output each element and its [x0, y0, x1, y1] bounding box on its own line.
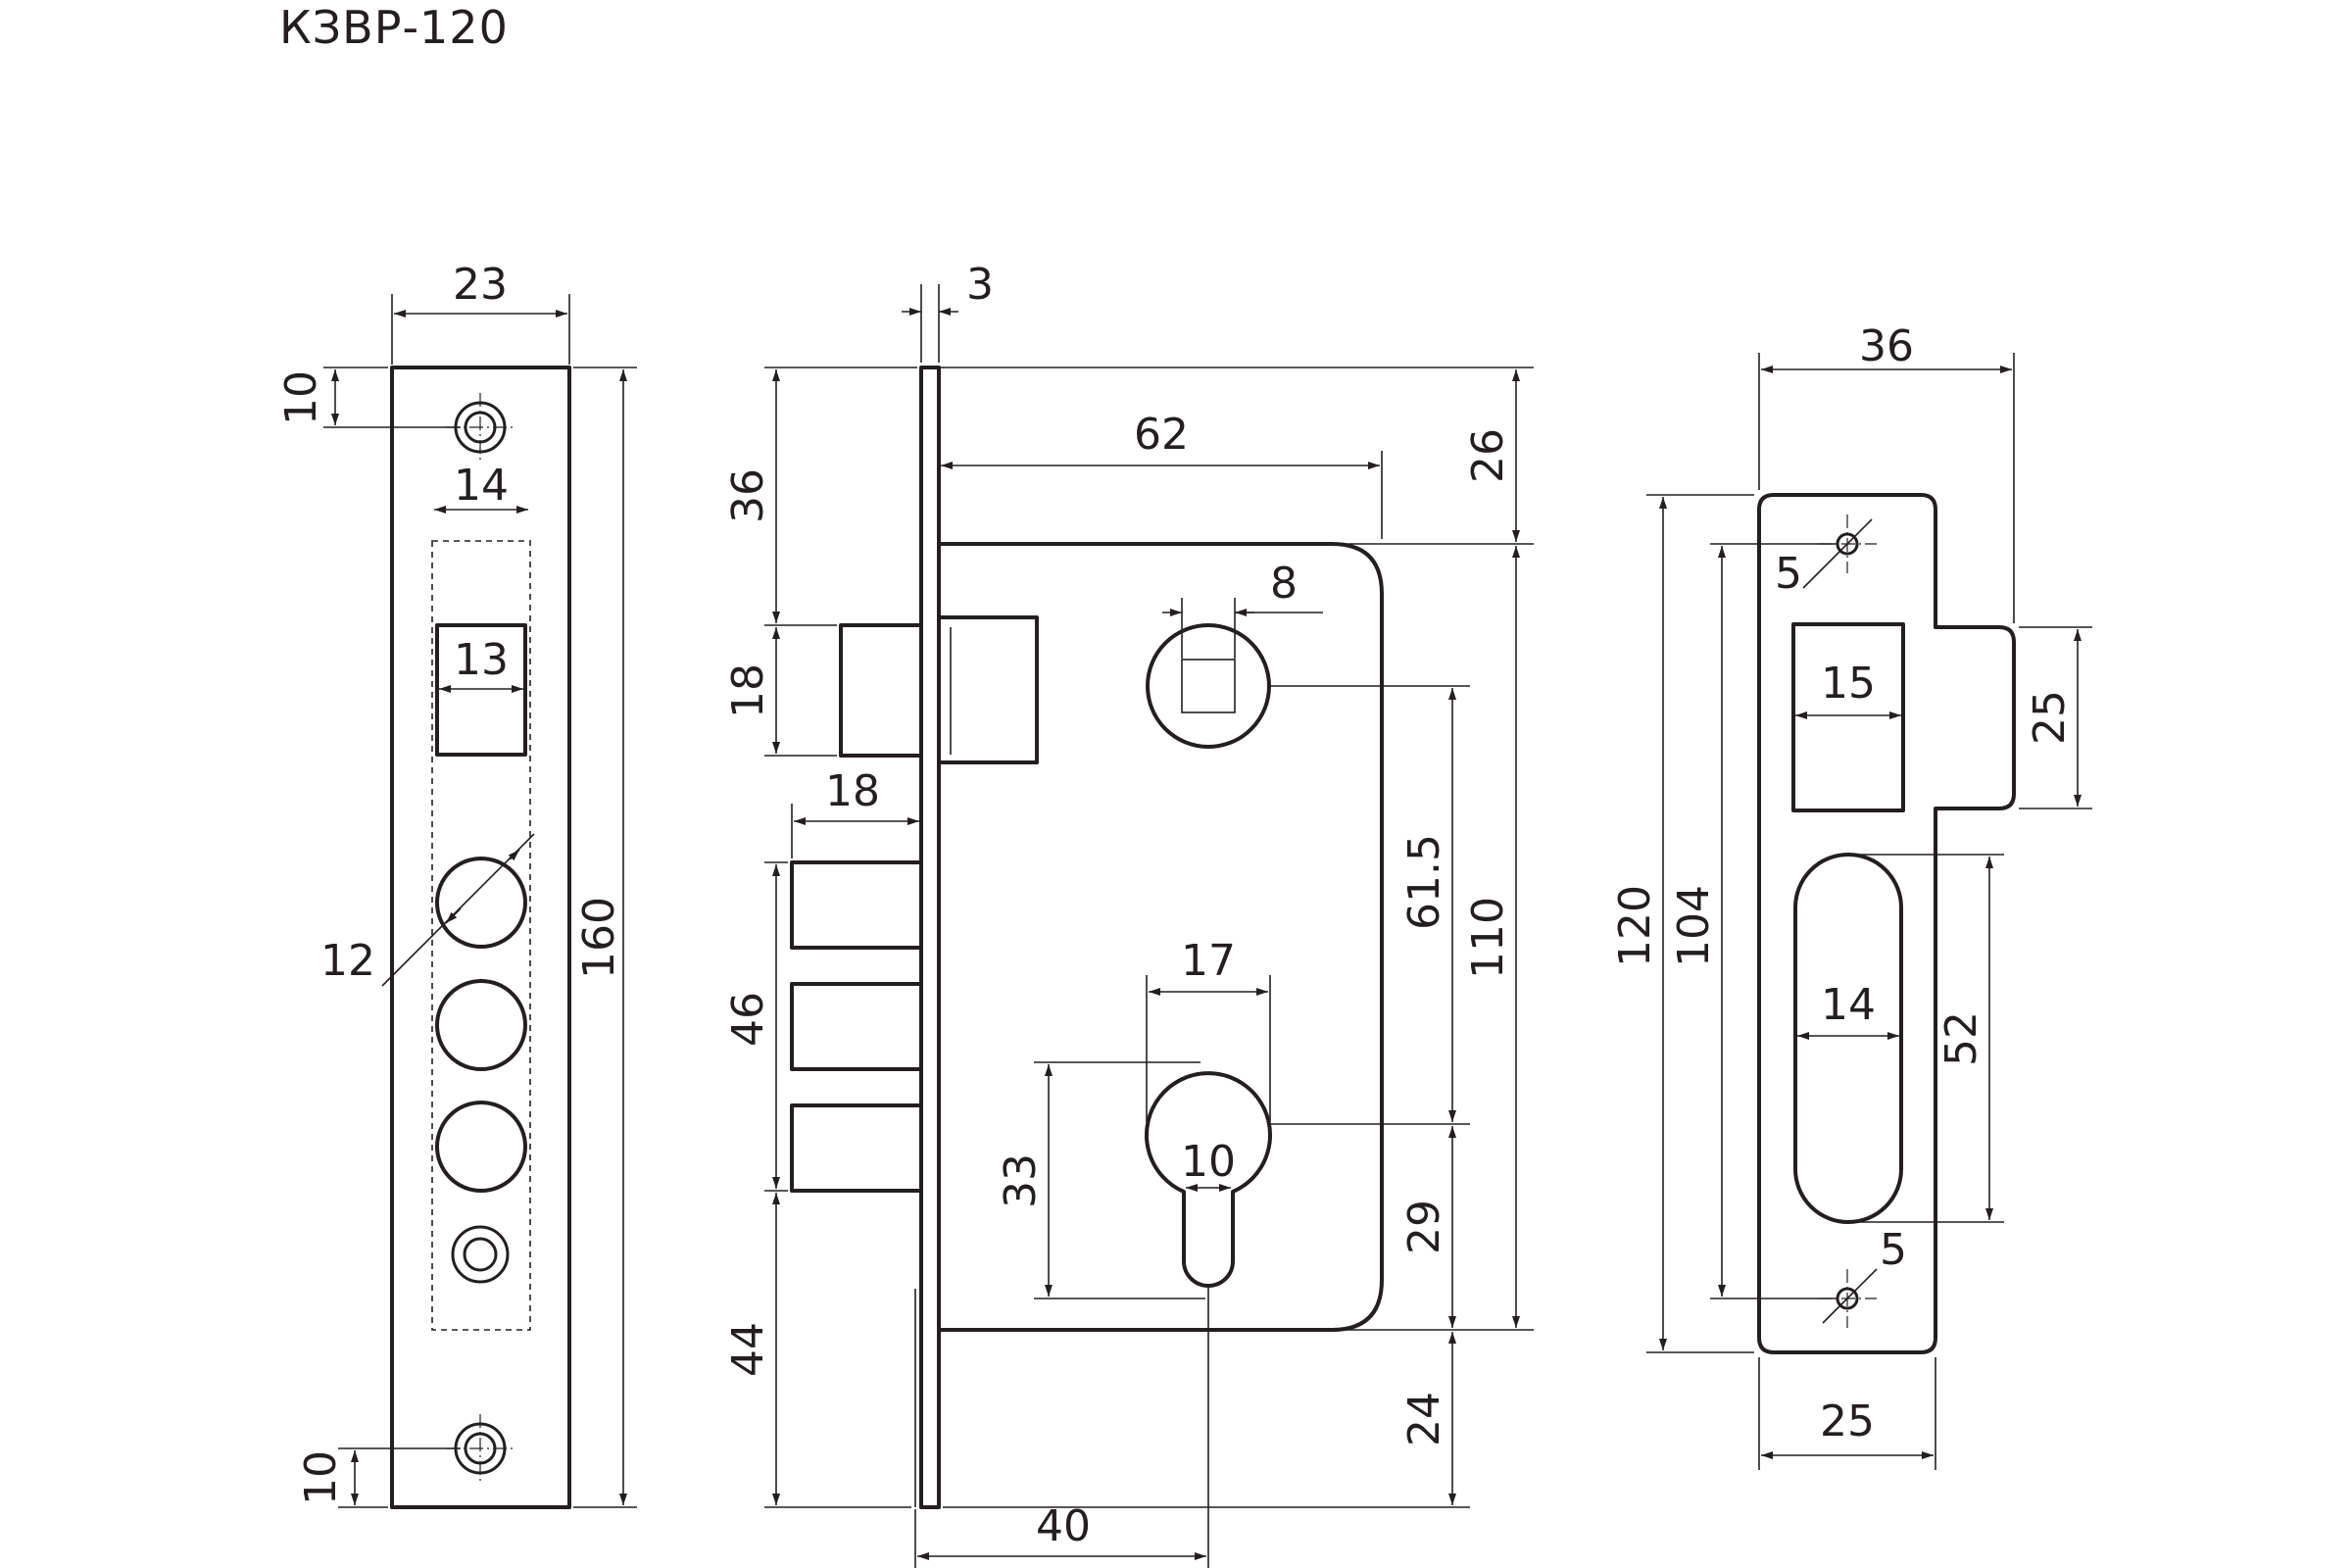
dim-cylinder-slot-label: 10	[1181, 1137, 1236, 1187]
dim-cylinder-to-bottom-label: 29	[1399, 1200, 1449, 1254]
dim-case-height-label: 110	[1463, 897, 1513, 979]
dim-faceplate-latch-width: 13	[439, 635, 523, 693]
lock-body-view: 3 62 26 36 8 18	[723, 260, 1534, 1568]
dim-cylinder-width-label: 17	[1181, 936, 1236, 986]
dim-latch-height-label: 18	[723, 663, 773, 718]
dim-bolt-to-bottom-label: 44	[723, 1322, 773, 1377]
dim-spindle-to-cylinder-label: 61.5	[1399, 834, 1449, 930]
dim-strike-bolt-opening-height: 52	[1852, 854, 2004, 1223]
faceplate-cutout-outline	[431, 540, 531, 1331]
faceplate-view: 23 10 14 13 12 160	[276, 260, 637, 1509]
dim-strike-hole-top: 5	[1775, 549, 1802, 599]
dim-strike-hole-span: 104	[1669, 543, 1838, 1299]
dim-case-to-bottom-label: 24	[1399, 1392, 1449, 1446]
lock-cylinder-cutout	[1145, 1071, 1272, 1288]
dim-faceplate-bolt-diameter: 12	[320, 833, 535, 987]
lock-case-outline	[939, 542, 1384, 1332]
dim-case-to-bottom: 24	[943, 1332, 1470, 1508]
dim-faceplate-bolt-label: 12	[320, 936, 375, 986]
strike-plate-outline	[1757, 493, 2016, 1354]
dim-bolt-to-bottom: 44	[723, 1193, 911, 1508]
dim-cylinder-height: 33	[996, 1061, 1205, 1299]
faceplate-bolt-hole-3	[435, 1101, 527, 1193]
dim-faceplate-top-hole-label: 10	[276, 370, 326, 425]
dim-cylinder-width: 17	[1146, 936, 1271, 1122]
strike-top-screw-hole	[1802, 514, 1877, 589]
faceplate-middle-screw-hole	[451, 1225, 510, 1284]
dim-faceplate-bottom-hole: 10	[296, 1447, 461, 1508]
dim-plate-thickness-label: 3	[966, 260, 994, 310]
lock-latch-bolt	[839, 623, 923, 758]
dim-cylinder-slot: 10	[1181, 1137, 1236, 1568]
dim-strike-length-label: 120	[1610, 885, 1660, 967]
dim-strike-hole-top-label: 5	[1775, 549, 1802, 599]
dim-strike-plate-width-label: 25	[1820, 1396, 1875, 1446]
dim-top-to-latch: 36	[723, 367, 917, 626]
dim-case-width-label: 62	[1134, 410, 1189, 460]
lock-deadbolt-3	[790, 1103, 923, 1193]
dim-top-to-case: 26	[939, 367, 1534, 545]
dim-spindle-to-cylinder: 61.5	[1269, 685, 1470, 1125]
dim-latch-height: 18	[723, 627, 837, 757]
dim-faceplate-width-label: 23	[453, 260, 508, 310]
dim-spindle-label: 8	[1270, 559, 1298, 609]
dim-bolt-span-label: 46	[723, 992, 773, 1047]
dim-faceplate-top-hole: 10	[276, 367, 461, 428]
faceplate-bolt-hole-1	[435, 857, 527, 949]
dim-strike-lip-label: 25	[2025, 690, 2075, 745]
dim-case-width: 62	[941, 410, 1383, 539]
dim-bolt-projection-label: 18	[825, 766, 880, 816]
lock-faceplate-edge	[919, 366, 941, 1509]
dim-top-to-case-label: 26	[1463, 428, 1513, 483]
dim-faceplate-length-label: 160	[574, 897, 624, 979]
dim-strike-width: 36	[1758, 321, 2015, 623]
dim-cylinder-to-bottom: 29	[1399, 1126, 1456, 1328]
dim-strike-hole-bottom-label: 5	[1880, 1225, 1907, 1275]
dim-strike-plate-width: 25	[1758, 1357, 1936, 1470]
dim-bolt-span: 46	[723, 861, 788, 1192]
lock-deadbolt-2	[790, 982, 923, 1071]
dim-strike-width-label: 36	[1859, 321, 1914, 371]
drawing-title: КЗВР-120	[279, 1, 509, 54]
dim-top-to-latch-label: 36	[723, 468, 773, 523]
dim-plate-thickness: 3	[902, 260, 994, 363]
dim-case-height: 110	[1338, 546, 1534, 1331]
dim-faceplate-cutout-width: 14	[434, 461, 528, 514]
lock-deadbolt-1	[790, 860, 923, 950]
faceplate-outline	[390, 366, 571, 1509]
dim-backset-label: 40	[1036, 1501, 1091, 1551]
dim-strike-latch-opening-label: 15	[1821, 659, 1876, 709]
strike-plate-view: 36 120 104 5 15 25 14	[1610, 321, 2092, 1470]
faceplate-bolt-hole-2	[435, 979, 527, 1071]
dim-spindle: 8	[1162, 559, 1323, 659]
dim-strike-bolt-opening-width: 14	[1797, 980, 1899, 1040]
strike-bolt-opening	[1793, 853, 1903, 1224]
dim-faceplate-width: 23	[391, 260, 570, 365]
dim-strike-latch-opening: 15	[1795, 659, 1901, 719]
dim-backset: 40	[914, 1501, 1206, 1568]
dim-strike-lip: 25	[2019, 626, 2092, 809]
dim-faceplate-cutout-label: 14	[454, 461, 509, 511]
dim-faceplate-latch-label: 13	[454, 635, 509, 685]
dim-strike-bolt-width-label: 14	[1821, 980, 1876, 1030]
dim-strike-bolt-height-label: 52	[1936, 1011, 1986, 1066]
dim-strike-hole-span-label: 104	[1669, 885, 1719, 967]
dim-strike-length: 120	[1610, 494, 1754, 1353]
strike-latch-opening	[1791, 622, 1905, 812]
dim-faceplate-bottom-hole-label: 10	[296, 1450, 346, 1505]
lock-spindle-hub	[1146, 623, 1271, 749]
dim-faceplate-length: 160	[573, 367, 637, 1508]
dim-cylinder-height-label: 33	[996, 1153, 1046, 1208]
faceplate-latch-window	[435, 623, 527, 757]
dim-bolt-projection: 18	[791, 766, 919, 858]
lock-latch-inner	[937, 615, 1039, 764]
dim-strike-hole-bottom: 5	[1880, 1225, 1907, 1275]
